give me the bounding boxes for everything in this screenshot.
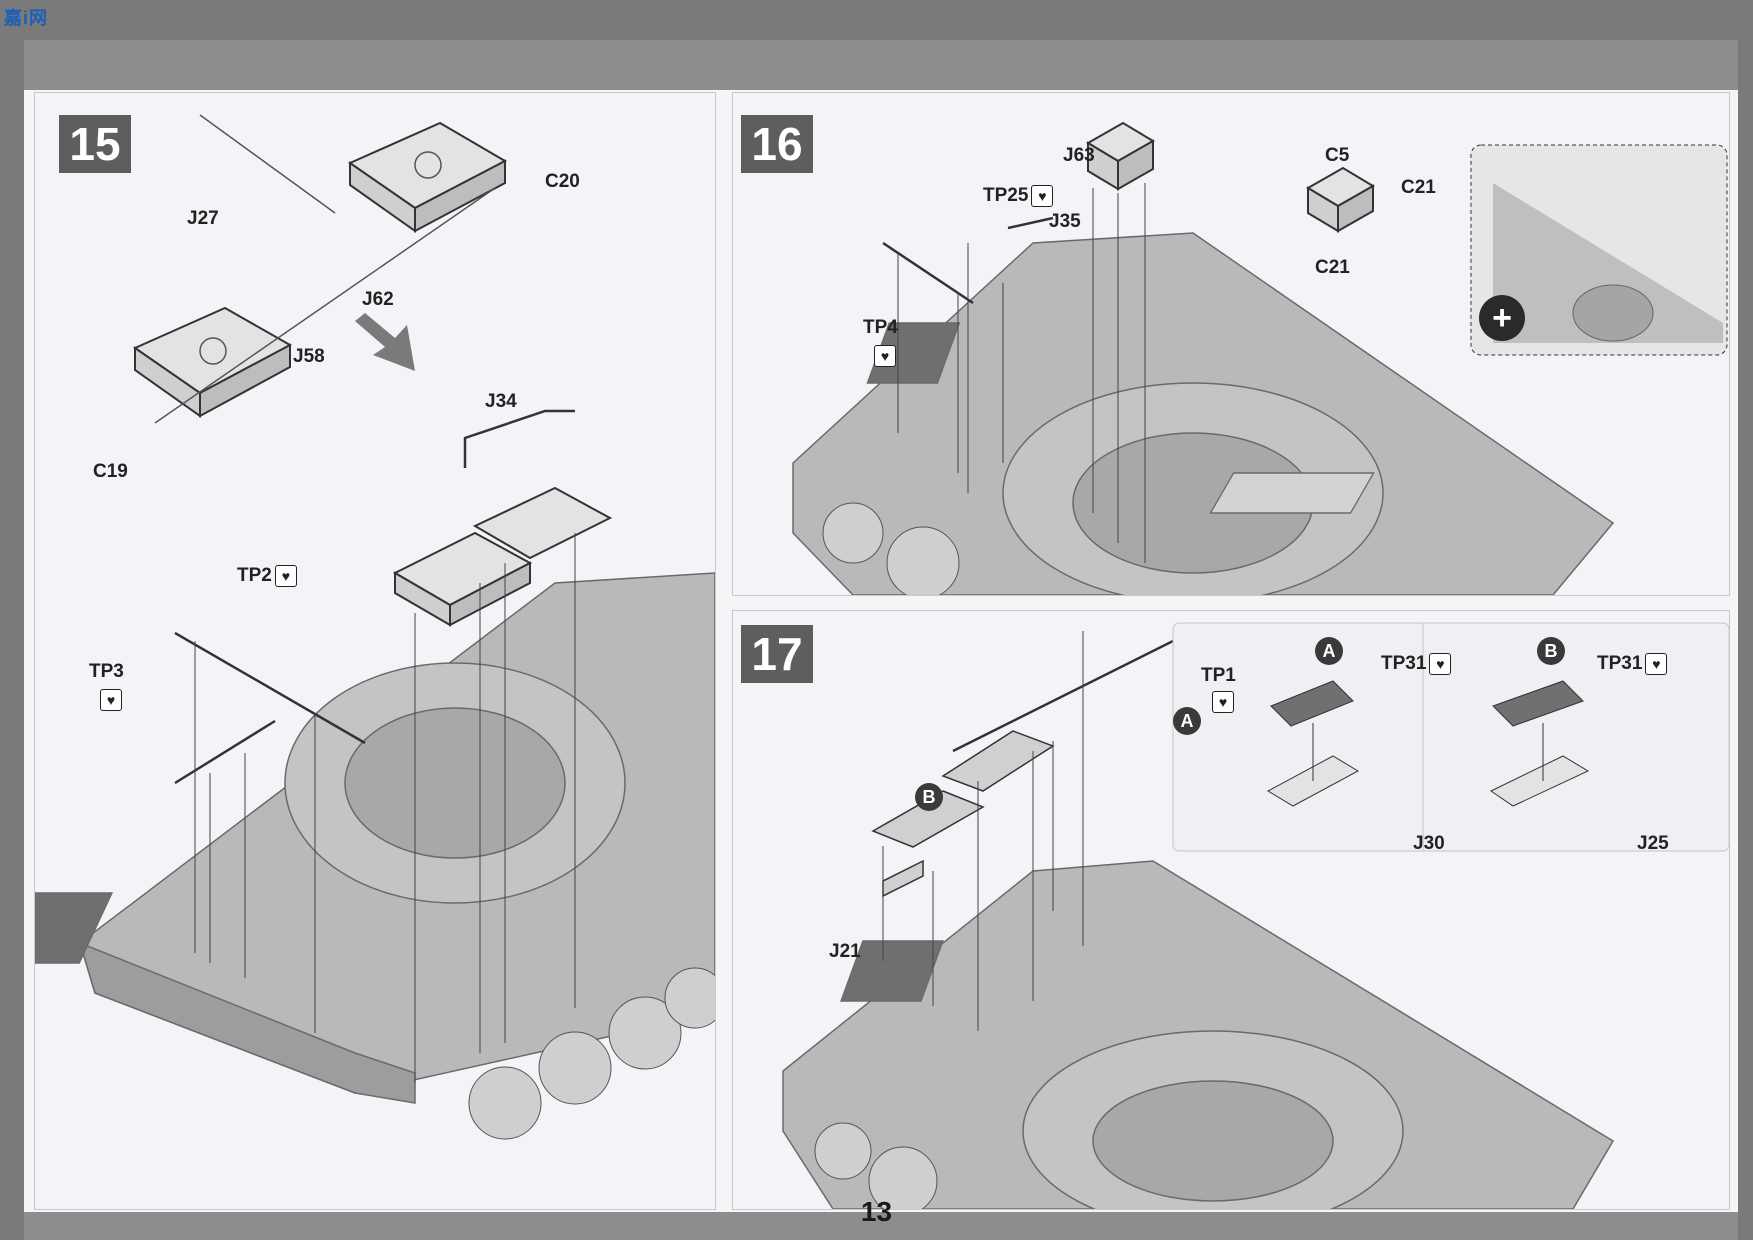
direction-arrow-icon [355, 313, 415, 371]
label-tp2: TP2♥ [237, 565, 297, 587]
variant-b-marker: B [915, 783, 943, 811]
label-j63: J63 [1063, 145, 1095, 166]
inset-a-tp-text: TP31 [1381, 653, 1427, 675]
label-c21-top: C21 [1401, 177, 1436, 198]
site-logo: 嘉i网 [4, 8, 49, 28]
label-tp4: TP4 [863, 317, 898, 338]
tp2-text: TP2 [237, 565, 272, 587]
label-c20: C20 [545, 171, 580, 192]
inset-b-tp: TP31♥ [1597, 653, 1668, 675]
broken-heart-icon: ♥ [1645, 653, 1668, 675]
step-15-panel: 15 C20 J27 J62 J58 C19 J34 TP2♥ TP3 ♥ [34, 92, 716, 1210]
label-tp3: TP3 [89, 661, 124, 682]
label-tp25: TP25♥ [983, 185, 1054, 207]
step-number: 15 [59, 115, 131, 173]
label-j35: J35 [1049, 211, 1081, 232]
bottom-band [24, 1212, 1738, 1240]
broken-heart-icon: ♥ [1212, 691, 1234, 713]
step-number: 16 [741, 115, 813, 173]
magnify-plus-icon: + [1479, 295, 1525, 341]
label-j27: J27 [187, 208, 219, 229]
inset-b-tp-text: TP31 [1597, 653, 1643, 675]
label-tp1: TP1 [1201, 665, 1236, 686]
step-16-panel: 16 J63 TP25♥ J35 C5 C21 C21 TP4 ♥ + [732, 92, 1730, 596]
top-band [24, 40, 1738, 90]
step-number: 17 [741, 625, 813, 683]
broken-heart-icon: ♥ [274, 565, 297, 587]
broken-heart-icon: ♥ [874, 345, 896, 367]
label-j62: J62 [362, 289, 394, 310]
inset-b-part: J25 [1637, 833, 1669, 854]
broken-heart-icon: ♥ [100, 689, 122, 711]
label-c21-bottom: C21 [1315, 257, 1350, 278]
label-c19: C19 [93, 461, 128, 482]
inset-b-marker: B [1537, 637, 1565, 665]
inset-a-part: J30 [1413, 833, 1445, 854]
step-17-drawing [782, 622, 1729, 1209]
step-17-panel: 17 TP1 ♥ A B J21 A TP31♥ J30 B TP31♥ J25 [732, 610, 1730, 1210]
variant-a-marker: A [1173, 707, 1201, 735]
inset-a-tp: TP31♥ [1381, 653, 1452, 675]
step-16-drawing [792, 121, 1728, 595]
page-number: 13 [860, 1196, 893, 1227]
label-j34: J34 [485, 391, 517, 412]
inset-a-marker: A [1315, 637, 1343, 665]
broken-heart-icon: ♥ [1429, 653, 1452, 675]
instruction-sheet: 15 C20 J27 J62 J58 C19 J34 TP2♥ TP3 ♥ [24, 40, 1738, 1240]
label-j58: J58 [293, 346, 325, 367]
broken-heart-icon: ♥ [1031, 185, 1054, 207]
step-15-drawing [35, 114, 715, 1140]
label-c5: C5 [1325, 145, 1350, 166]
tp25-text: TP25 [983, 185, 1029, 207]
label-j21: J21 [829, 941, 861, 962]
